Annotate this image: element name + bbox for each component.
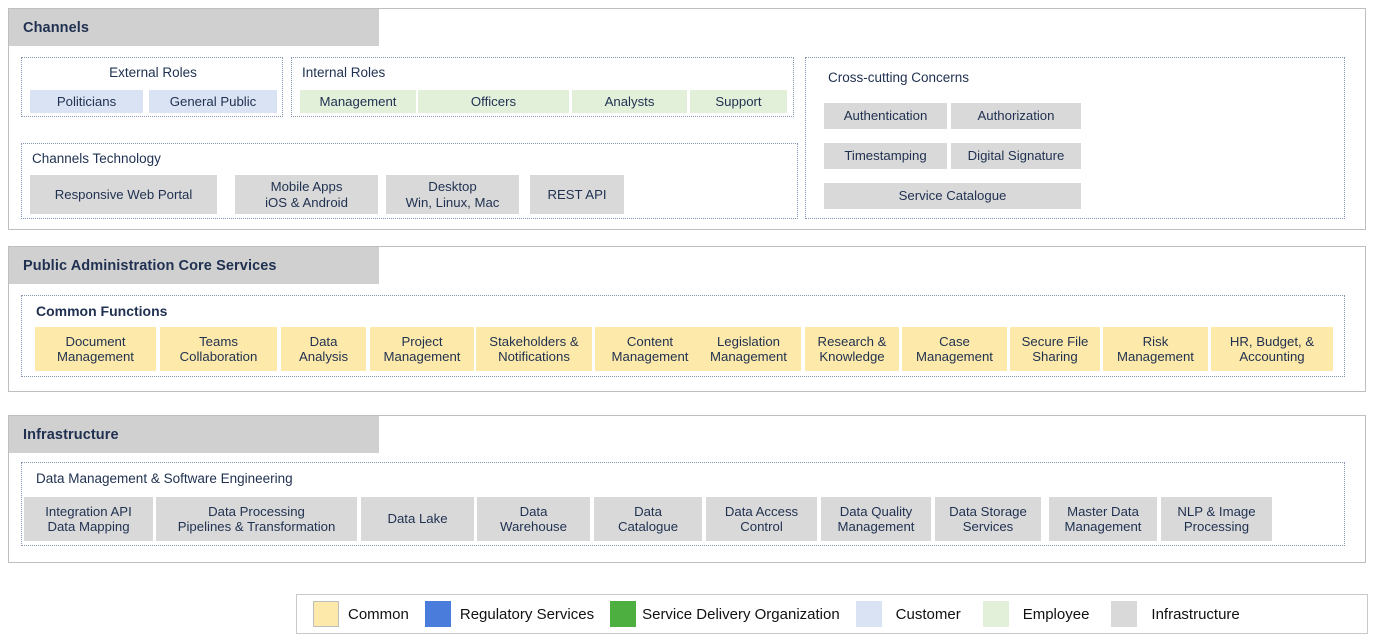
legend-swatch-infrastructure	[1111, 601, 1138, 627]
cell-timestamping[interactable]: Timestamping	[824, 143, 947, 169]
layer-core-services-title: Public Administration Core Services	[23, 257, 277, 274]
cell-service-catalogue[interactable]: Service Catalogue	[824, 183, 1081, 209]
cell-secure-file-sharing[interactable]: Secure File Sharing	[1010, 327, 1100, 371]
cell-digital-signature[interactable]: Digital Signature	[951, 143, 1081, 169]
legend-label-employee: Employee	[1022, 605, 1090, 623]
cell-case-management[interactable]: Case Management	[902, 327, 1007, 371]
cell-data-warehouse[interactable]: Data Warehouse	[477, 497, 590, 541]
group-external-roles-title: External Roles	[109, 65, 197, 80]
cell-politicians[interactable]: Politicians	[30, 90, 143, 113]
group-cross-cutting-concerns: Cross-cutting Concerns Authentication Au…	[805, 57, 1345, 219]
layer-infrastructure: Infrastructure Data Management & Softwar…	[8, 415, 1366, 563]
legend-swatch-customer	[855, 601, 882, 627]
cell-research-knowledge[interactable]: Research & Knowledge	[805, 327, 899, 371]
cell-officers[interactable]: Officers	[418, 90, 569, 113]
cell-integration-api-data-mapping[interactable]: Integration API Data Mapping	[24, 497, 153, 541]
legend-swatch-service-delivery-organization	[610, 601, 637, 627]
cell-desktop[interactable]: Desktop Win, Linux, Mac	[386, 175, 519, 214]
cell-nlp-image-processing[interactable]: NLP & Image Processing	[1161, 497, 1272, 541]
cell-teams-collaboration[interactable]: Teams Collaboration	[160, 327, 277, 371]
legend-label-service-delivery-organization: Service Delivery Organization	[642, 605, 840, 623]
legend-item-regulatory-services: Regulatory Services	[424, 595, 610, 633]
cell-analysts[interactable]: Analysts	[572, 90, 687, 113]
group-common-functions: Common Functions Document Management Tea…	[21, 295, 1345, 377]
cell-data-analysis[interactable]: Data Analysis	[281, 327, 366, 371]
cell-mobile-apps[interactable]: Mobile Apps iOS & Android	[235, 175, 378, 214]
cell-authorization[interactable]: Authorization	[951, 103, 1081, 129]
layer-channels: Channels External Roles Politicians Gene…	[8, 8, 1366, 230]
legend: Common Regulatory Services Service Deliv…	[296, 594, 1368, 634]
group-data-management-title: Data Management & Software Engineering	[36, 471, 293, 486]
cell-data-access-control[interactable]: Data Access Control	[706, 497, 817, 541]
group-channels-technology-title: Channels Technology	[32, 151, 161, 166]
cell-data-quality-management[interactable]: Data Quality Management	[821, 497, 931, 541]
cell-data-storage-services[interactable]: Data Storage Services	[935, 497, 1041, 541]
legend-item-infrastructure: Infrastructure	[1111, 595, 1255, 633]
cell-management[interactable]: Management	[300, 90, 416, 113]
group-common-functions-title: Common Functions	[36, 303, 168, 319]
cell-content-management[interactable]: Content Management	[595, 327, 705, 371]
legend-swatch-regulatory-services	[424, 601, 451, 627]
layer-core-services: Public Administration Core Services Comm…	[8, 246, 1366, 392]
layer-infrastructure-title: Infrastructure	[23, 426, 119, 443]
cell-rest-api[interactable]: REST API	[530, 175, 624, 214]
layer-core-services-header: Public Administration Core Services	[9, 247, 379, 284]
cell-support[interactable]: Support	[690, 90, 787, 113]
legend-item-employee: Employee	[982, 595, 1112, 633]
cell-legislation-management[interactable]: Legislation Management	[696, 327, 801, 371]
legend-swatch-common	[313, 601, 339, 627]
layer-channels-title: Channels	[23, 19, 90, 36]
cell-general-public[interactable]: General Public	[149, 90, 277, 113]
cell-master-data-management[interactable]: Master Data Management	[1049, 497, 1157, 541]
legend-item-service-delivery-organization: Service Delivery Organization	[610, 595, 856, 633]
layer-channels-header: Channels	[9, 9, 379, 46]
cell-document-management[interactable]: Document Management	[35, 327, 156, 371]
cell-responsive-web-portal[interactable]: Responsive Web Portal	[30, 175, 217, 214]
group-external-roles: External Roles Politicians General Publi…	[21, 57, 283, 117]
legend-label-regulatory-services: Regulatory Services	[459, 605, 595, 623]
cell-hr-budget-accounting[interactable]: HR, Budget, & Accounting	[1211, 327, 1333, 371]
group-internal-roles: Internal Roles Management Officers Analy…	[291, 57, 794, 117]
layer-infrastructure-header: Infrastructure	[9, 416, 379, 453]
cell-data-catalogue[interactable]: Data Catalogue	[594, 497, 702, 541]
group-data-management: Data Management & Software Engineering I…	[21, 462, 1345, 546]
cell-data-processing-pipelines[interactable]: Data Processing Pipelines & Transformati…	[156, 497, 357, 541]
group-internal-roles-title: Internal Roles	[302, 65, 386, 80]
group-cross-cutting-concerns-title: Cross-cutting Concerns	[828, 70, 970, 85]
cell-data-lake[interactable]: Data Lake	[361, 497, 474, 541]
cell-authentication[interactable]: Authentication	[824, 103, 947, 129]
legend-item-customer: Customer	[855, 595, 983, 633]
legend-label-infrastructure: Infrastructure	[1151, 605, 1240, 623]
legend-swatch-employee	[982, 601, 1009, 627]
group-channels-technology: Channels Technology Responsive Web Porta…	[21, 143, 798, 219]
legend-label-common: Common	[348, 605, 409, 623]
cell-project-management[interactable]: Project Management	[370, 327, 474, 371]
legend-label-customer: Customer	[895, 605, 961, 623]
cell-stakeholders-notifications[interactable]: Stakeholders & Notifications	[476, 327, 592, 371]
cell-risk-management[interactable]: Risk Management	[1103, 327, 1208, 371]
legend-item-common: Common	[313, 595, 425, 633]
